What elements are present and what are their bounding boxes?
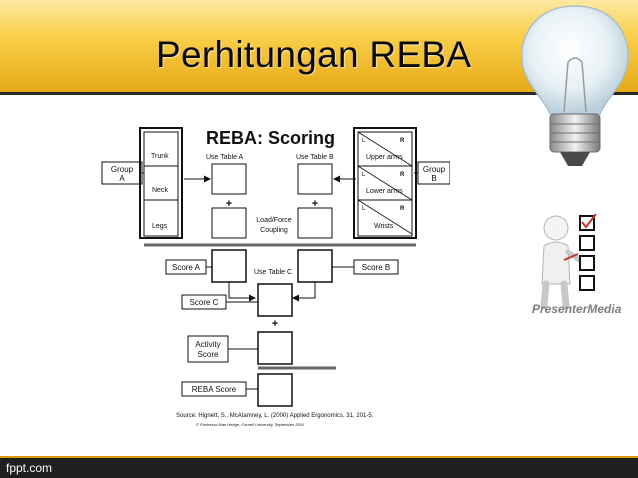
upper-arms-label: Upper arms: [366, 154, 403, 161]
table-a-score-box: [211, 163, 247, 195]
group-b-bracket: [353, 127, 417, 239]
activity-score-box: [187, 335, 229, 363]
footer-site-label: fppt.com: [6, 461, 53, 475]
table-b-score-box: [297, 163, 333, 195]
use-table-a-label: Use Table A: [206, 154, 244, 161]
copyright-note: © Professor Alan Hedge, Cornell Universi…: [196, 422, 304, 427]
source-citation: Source: Hignett, S., McAtamney, L. (2000…: [176, 413, 374, 419]
upper-r-label: R: [400, 138, 405, 144]
lower-r-label: R: [400, 172, 405, 178]
group-a-label: Group: [111, 165, 134, 174]
presenter-figure-icon: [540, 213, 597, 310]
lightbulb-icon: [521, 5, 629, 166]
activity-value-box: [257, 331, 293, 365]
title-band-divider: [0, 92, 638, 95]
reba-score-label: REBA Score: [192, 385, 237, 394]
plus-c: +: [272, 318, 278, 330]
wrists-label: Wrists: [374, 223, 394, 230]
group-a-letter: A: [119, 174, 125, 183]
activity-score-label: Score: [198, 350, 219, 359]
score-a-value-box: [211, 249, 247, 283]
load-force-label: Load/Force: [256, 217, 292, 224]
reba-score-value-box: [257, 373, 293, 407]
group-a-bracket: [139, 127, 183, 239]
score-a-label: Score A: [172, 263, 201, 272]
wrist-r-label: R: [400, 206, 405, 212]
slide-title: Perhitungan REBA: [156, 34, 472, 75]
use-table-c-label: Use Table C: [254, 269, 292, 276]
diagram-heading: REBA: Scoring: [206, 128, 335, 148]
presenter-media-logo: PresenterMedia: [532, 302, 622, 316]
score-b-box: [353, 259, 399, 275]
wrist-l-label: L: [362, 206, 366, 212]
score-c-value-box: [257, 283, 293, 317]
group-b-letter: B: [431, 174, 436, 183]
group-b-label: Group: [423, 165, 446, 174]
score-b-value-box: [297, 249, 333, 283]
plus-b: +: [312, 198, 318, 210]
footer-bar: [0, 458, 638, 478]
coupling-label: Coupling: [260, 227, 288, 234]
load-force-box-a: [211, 207, 247, 239]
lower-arms-label: Lower arms: [366, 188, 403, 195]
coupling-box-b: [297, 207, 333, 239]
neck-label: Neck: [152, 187, 168, 194]
trunk-label: Trunk: [151, 153, 169, 160]
legs-label: Legs: [152, 223, 168, 230]
score-b-label: Score B: [362, 263, 390, 272]
upper-l-label: L: [362, 138, 366, 144]
lower-l-label: L: [362, 172, 366, 178]
reba-scoring-diagram: REBA: Scoring Group A Trunk Neck Legs L …: [101, 127, 450, 427]
score-c-label: Score C: [190, 298, 219, 307]
footer-accent-line: [0, 456, 638, 458]
plus-a: +: [226, 198, 232, 210]
use-table-b-label: Use Table B: [296, 154, 334, 161]
activity-label: Activity: [195, 340, 220, 349]
